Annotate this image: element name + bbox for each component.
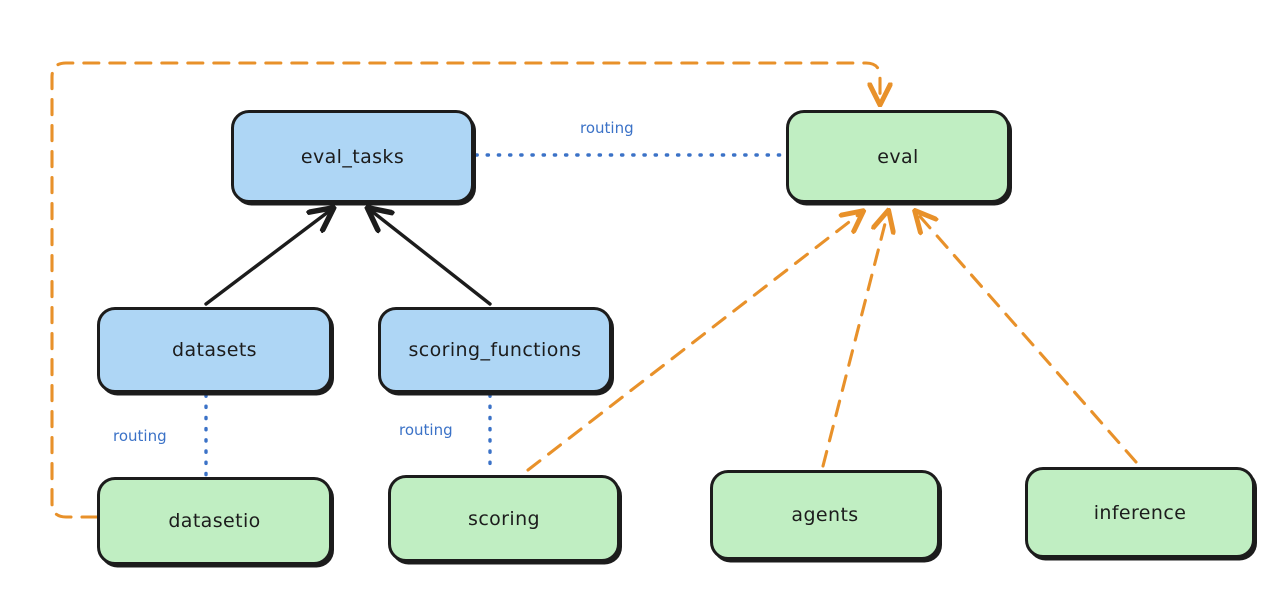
node-label: agents (791, 504, 859, 526)
edge-label-routing-eval: routing (577, 119, 637, 137)
edge-agents-to-eval (821, 212, 888, 468)
node-label: datasetio (168, 510, 261, 532)
node-scoring-functions[interactable]: scoring_functions (378, 307, 612, 393)
edge-label-routing-datasets: routing (110, 427, 170, 445)
node-agents[interactable]: agents (710, 470, 940, 560)
node-label: scoring_functions (408, 339, 582, 361)
node-inference[interactable]: inference (1025, 467, 1255, 558)
node-scoring[interactable]: scoring (388, 475, 620, 562)
edge-datasets-to-eval-tasks (204, 209, 332, 306)
node-label: eval (877, 145, 919, 168)
node-datasets[interactable]: datasets (97, 307, 332, 393)
node-label: inference (1093, 501, 1187, 524)
node-label: scoring (468, 507, 540, 530)
node-eval[interactable]: eval (786, 110, 1010, 203)
node-datasetio[interactable]: datasetio (97, 477, 332, 565)
edge-label-routing-scoring: routing (396, 421, 456, 439)
edge-inference-to-eval (916, 212, 1138, 464)
node-label: eval_tasks (300, 145, 405, 168)
edge-scoring-functions-to-eval-tasks (369, 209, 492, 306)
node-label: datasets (172, 339, 257, 361)
node-eval-tasks[interactable]: eval_tasks (231, 110, 474, 203)
